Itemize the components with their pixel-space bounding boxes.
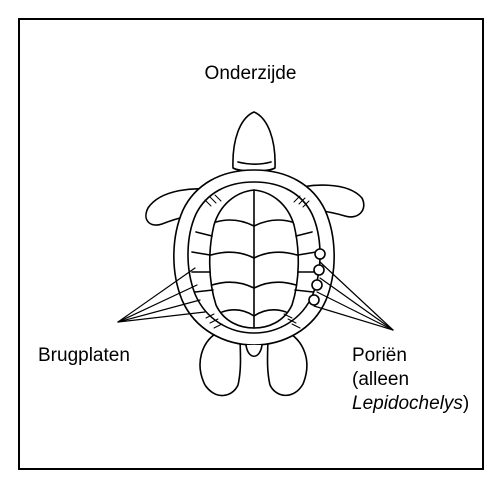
closing-paren: ) (463, 393, 469, 414)
bridge-plates-label: Brugplaten (38, 344, 130, 367)
diagram-title: Onderzijde (0, 62, 501, 85)
pores-label-line2: (alleen (352, 368, 469, 392)
pores-label-line1: Poriën (352, 344, 469, 368)
pores-label: Poriën (alleen Lepidochelys) (352, 344, 469, 416)
tail (246, 345, 262, 356)
species-name: Lepidochelys (352, 393, 463, 414)
pores-label-line3: Lepidochelys) (352, 392, 469, 416)
